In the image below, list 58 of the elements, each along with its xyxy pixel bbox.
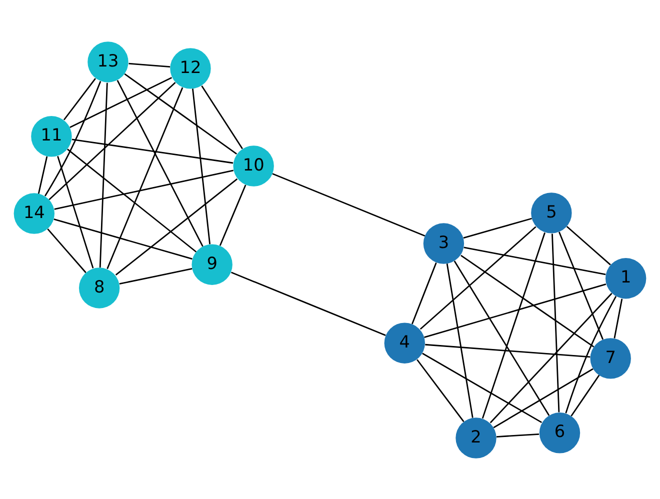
connector	[44, 80, 102, 196]
connector	[552, 233, 560, 412]
connector	[47, 228, 86, 273]
connector	[230, 271, 386, 336]
connector	[463, 217, 532, 238]
connector	[128, 62, 170, 68]
connector	[496, 432, 540, 437]
connector	[614, 298, 623, 338]
node-circle: 5	[531, 192, 572, 233]
connector	[425, 343, 590, 358]
connector	[54, 218, 192, 260]
connector	[422, 352, 542, 423]
node-circle: 10	[233, 145, 274, 186]
node-circle: 11	[31, 116, 72, 156]
connector	[412, 262, 437, 324]
connector	[116, 80, 204, 246]
connector	[424, 283, 606, 338]
connector	[38, 156, 48, 194]
connector	[124, 72, 238, 154]
node-circle: 2	[456, 417, 496, 458]
connector	[454, 260, 550, 416]
node-circle: 6	[539, 412, 580, 453]
node-circle: 13	[88, 41, 128, 82]
node-circle: 3	[423, 222, 464, 264]
connector	[420, 226, 536, 330]
connector	[566, 225, 611, 265]
connector	[106, 86, 184, 269]
node-circle: 7	[590, 338, 631, 378]
connector	[201, 85, 243, 149]
connector	[565, 295, 617, 413]
connector	[192, 88, 211, 244]
connector	[460, 254, 594, 347]
node-circle: 8	[78, 267, 120, 308]
connector	[119, 268, 192, 284]
connector	[272, 172, 426, 236]
connector	[48, 82, 176, 200]
node-circle: 12	[170, 48, 211, 88]
node-circle: 9	[192, 244, 232, 284]
connector	[67, 148, 197, 252]
connector	[490, 292, 612, 423]
node-circle: 4	[384, 322, 425, 363]
connector	[57, 156, 94, 268]
connector	[570, 374, 600, 416]
connector	[482, 232, 546, 418]
connector	[219, 184, 246, 246]
connector	[115, 178, 238, 276]
node-circle: 1	[606, 258, 646, 298]
node-circle: 14	[14, 192, 54, 234]
connector	[54, 169, 234, 210]
connector	[63, 78, 96, 120]
connector	[70, 76, 172, 128]
connector	[464, 246, 606, 275]
connector	[416, 358, 464, 422]
connector	[493, 368, 594, 428]
connector	[446, 263, 474, 418]
connector	[99, 82, 108, 268]
connector	[558, 231, 604, 340]
connector	[72, 138, 234, 164]
